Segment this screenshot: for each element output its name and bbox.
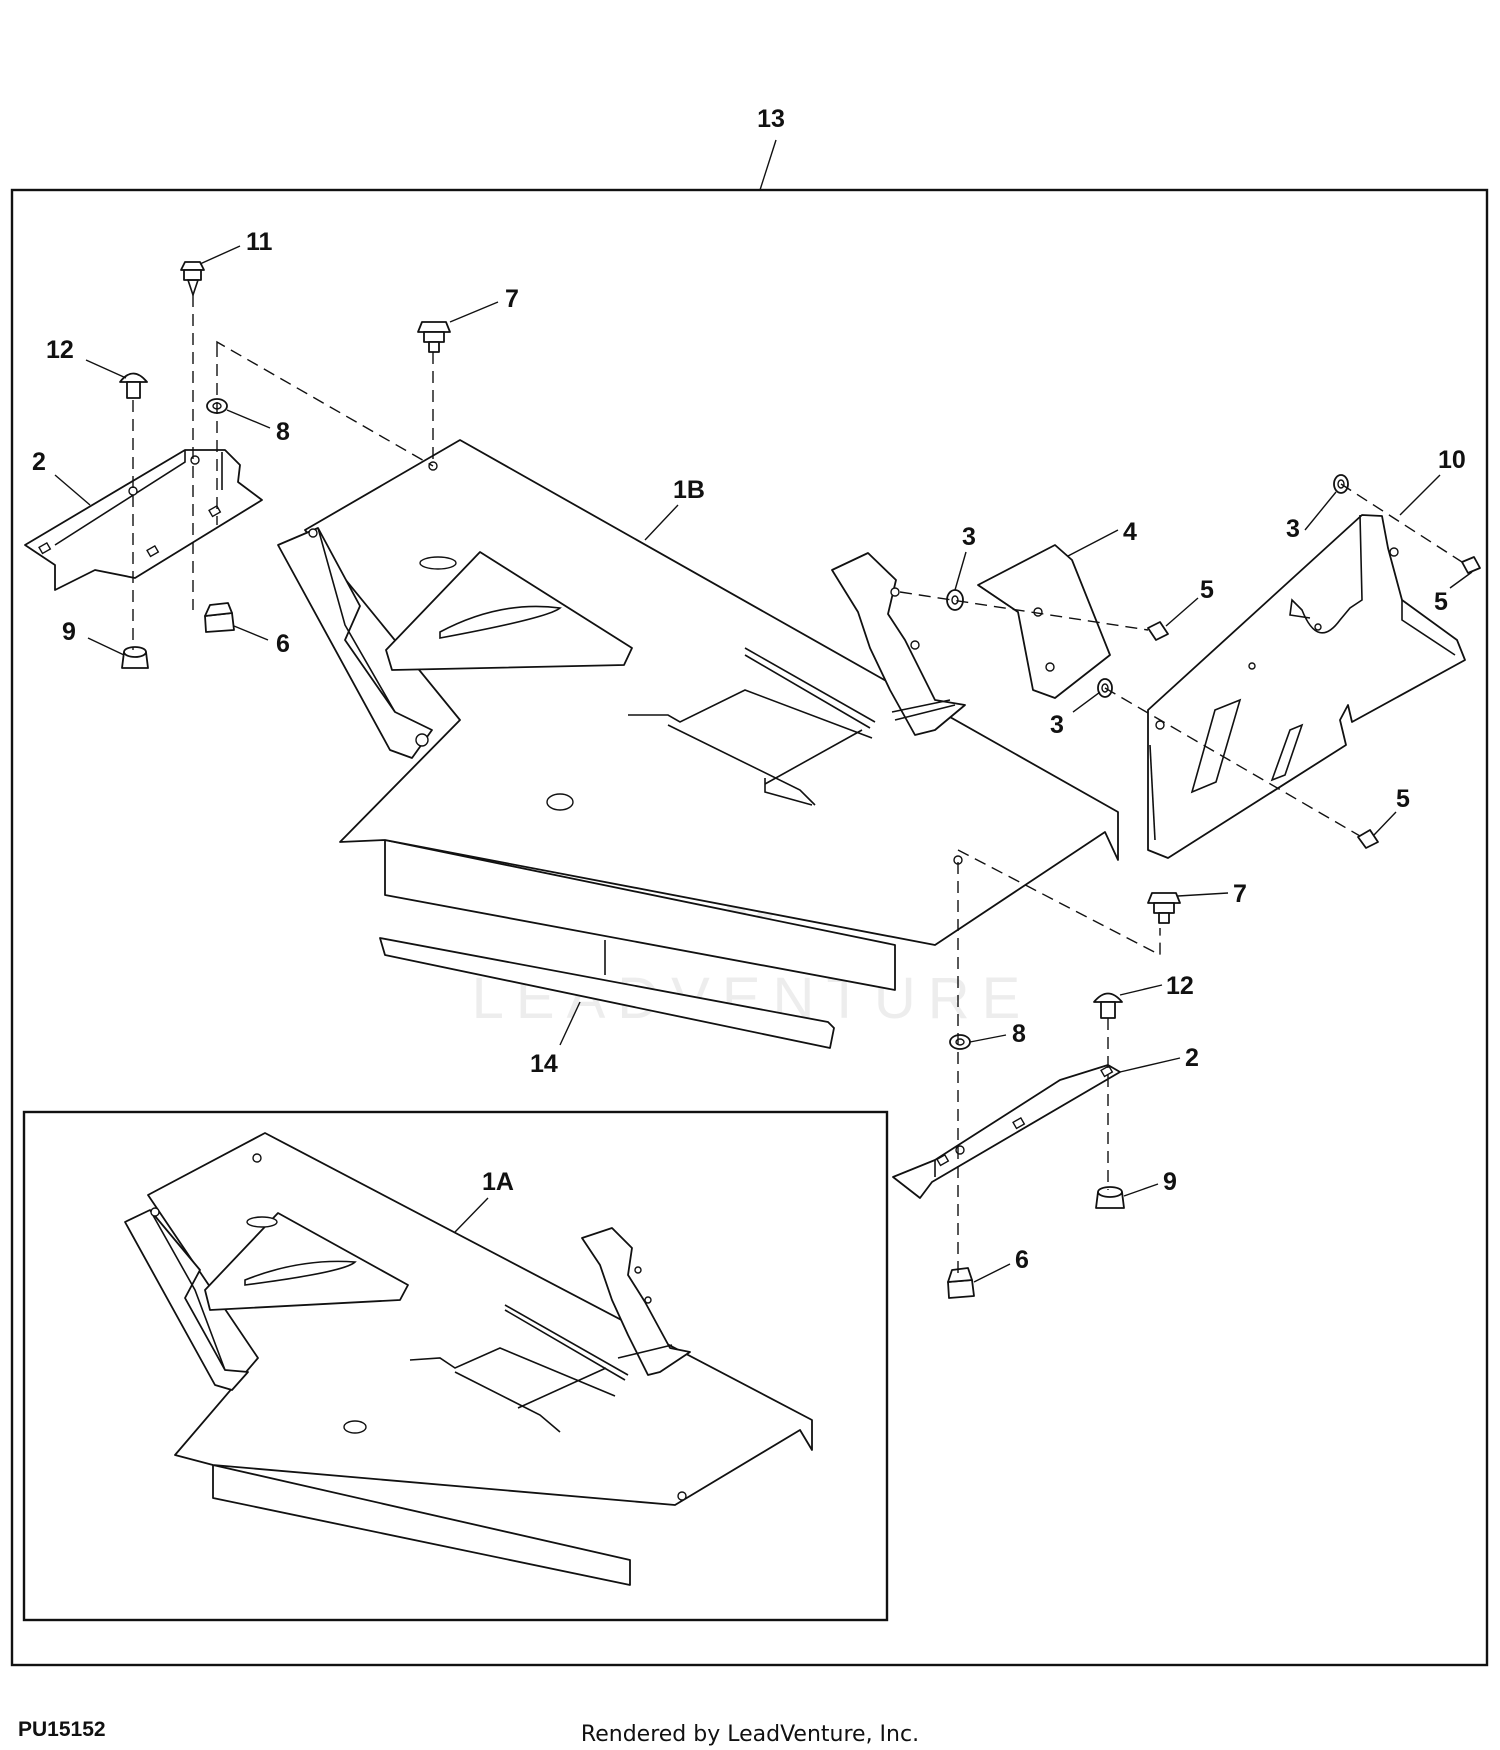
callout-14: 14 (530, 1050, 558, 1078)
flange-nut-9b-icon (1095, 1186, 1125, 1209)
render-credit: Rendered by LeadVenture, Inc. (580, 1722, 920, 1747)
callout-12b: 12 (1166, 972, 1194, 1000)
mower-deck-1b (277, 439, 1119, 991)
callout-10: 10 (1438, 446, 1466, 474)
carriage-bolt-12-icon (119, 372, 148, 399)
callout-13: 13 (757, 105, 785, 133)
callout-3b: 3 (1286, 515, 1300, 543)
assembly-frame (10, 188, 1489, 1667)
shield-10 (1147, 514, 1466, 859)
nut-8b-icon (949, 1034, 971, 1050)
clip-nut-6b-icon (947, 1267, 975, 1299)
carriage-bolt-12b-icon (1093, 992, 1123, 1019)
callout-2b: 2 (1185, 1044, 1199, 1072)
callout-9b: 9 (1163, 1168, 1177, 1196)
callout-12a: 12 (46, 336, 74, 364)
callout-9a: 9 (62, 618, 76, 646)
callout-1a: 1A (482, 1168, 514, 1196)
left-bracket-2 (24, 449, 263, 591)
callout-6b: 6 (1015, 1246, 1029, 1274)
callout-11: 11 (246, 228, 273, 256)
screw-5c-icon (1357, 829, 1379, 849)
screw-5b-icon (1461, 556, 1481, 574)
callout-5a: 5 (1200, 576, 1214, 604)
right-bracket-2 (892, 1064, 1121, 1199)
callout-6a: 6 (276, 630, 290, 658)
bolt-11-icon (180, 261, 205, 298)
strip-14 (379, 937, 835, 1049)
clip-nut-6-icon (204, 602, 235, 633)
callout-3c: 3 (1050, 711, 1064, 739)
washer-3a-icon (946, 589, 964, 611)
callout-7a: 7 (505, 285, 519, 313)
callout-labels: 13 11 7 12 8 2 9 6 1B 3 4 5 3 10 5 3 5 (32, 105, 1473, 1283)
flange-nut-9-icon (121, 646, 149, 669)
callout-8b: 8 (1012, 1020, 1026, 1048)
callout-8a: 8 (276, 418, 290, 446)
bolt-7-icon (417, 321, 451, 353)
callout-7b: 7 (1233, 880, 1247, 908)
callout-1b: 1B (673, 476, 705, 504)
callout-4: 4 (1123, 518, 1137, 546)
bolt-7b-icon (1147, 892, 1181, 924)
figure-id: PU15152 (18, 1718, 106, 1741)
callout-3a: 3 (962, 523, 976, 551)
guard-4 (977, 544, 1111, 699)
callout-2a: 2 (32, 448, 46, 476)
callout-5b: 5 (1434, 588, 1448, 616)
callout-5c: 5 (1396, 785, 1410, 813)
inset-frame-1a (22, 1110, 889, 1622)
mower-deck-1a (124, 1132, 813, 1586)
screw-5a-icon (1147, 621, 1169, 641)
